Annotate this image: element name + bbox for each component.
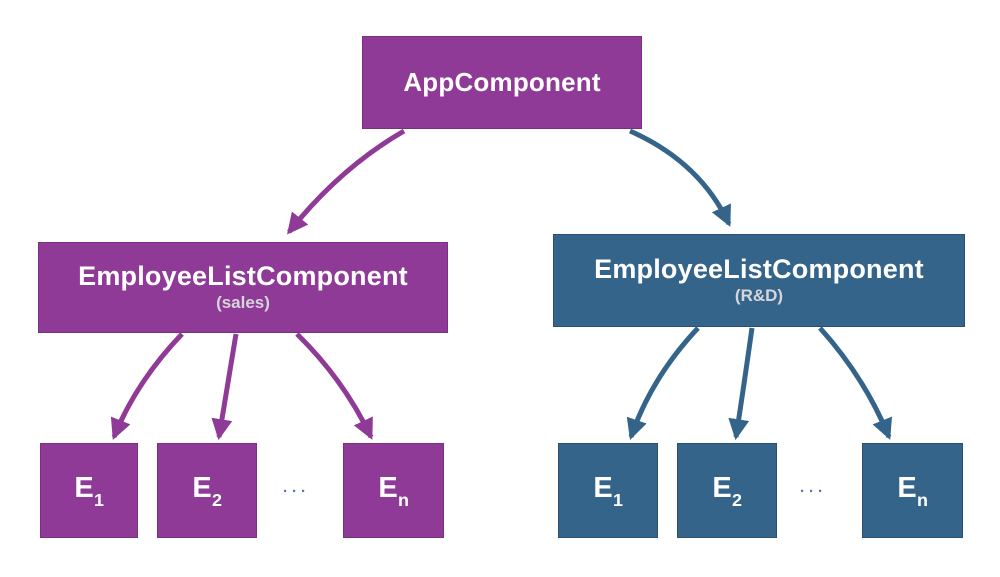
- employee-list-sales-node: EmployeeListComponent (sales): [38, 242, 448, 333]
- sales-employee-node-n: En: [343, 443, 444, 538]
- sales-employee-node-1: E1: [40, 443, 138, 538]
- employee-list-sales-title: EmployeeListComponent: [78, 261, 408, 292]
- rnd-employee-label-n: En: [897, 472, 929, 511]
- rnd-employee-node-n: En: [862, 443, 963, 538]
- sales-employee-label-2: E2: [192, 472, 223, 511]
- employee-list-rnd-title: EmployeeListComponent: [594, 254, 924, 285]
- employee-list-rnd-node: EmployeeListComponent (R&D): [553, 234, 965, 327]
- arrow-sales-to-e2: [211, 333, 239, 441]
- employee-list-sales-subtitle: (sales): [216, 293, 270, 313]
- rnd-employee-label-1: E1: [593, 472, 624, 511]
- arrow-rnd-to-e1: [626, 326, 700, 440]
- app-component-label: AppComponent: [403, 66, 601, 97]
- employee-list-rnd-subtitle: (R&D): [734, 286, 784, 306]
- arrow-app-to-rnd: [628, 128, 732, 227]
- sales-employee-label-1: E1: [74, 472, 105, 511]
- sales-ellipsis: ···: [283, 483, 310, 500]
- rnd-employee-label-2: E2: [712, 472, 743, 511]
- rnd-ellipsis: ···: [800, 483, 827, 500]
- arrow-app-to-sales: [287, 128, 406, 235]
- arrow-sales-to-en: [295, 332, 374, 440]
- arrow-sales-to-e1: [110, 332, 184, 440]
- rnd-employee-node-1: E1: [558, 443, 658, 538]
- sales-employee-label-n: En: [378, 472, 410, 511]
- sales-employee-node-2: E2: [157, 443, 257, 538]
- arrow-rnd-to-e2: [728, 327, 755, 441]
- arrow-rnd-to-en: [818, 326, 892, 440]
- rnd-employee-node-2: E2: [677, 443, 777, 538]
- app-component-node: AppComponent: [362, 36, 642, 129]
